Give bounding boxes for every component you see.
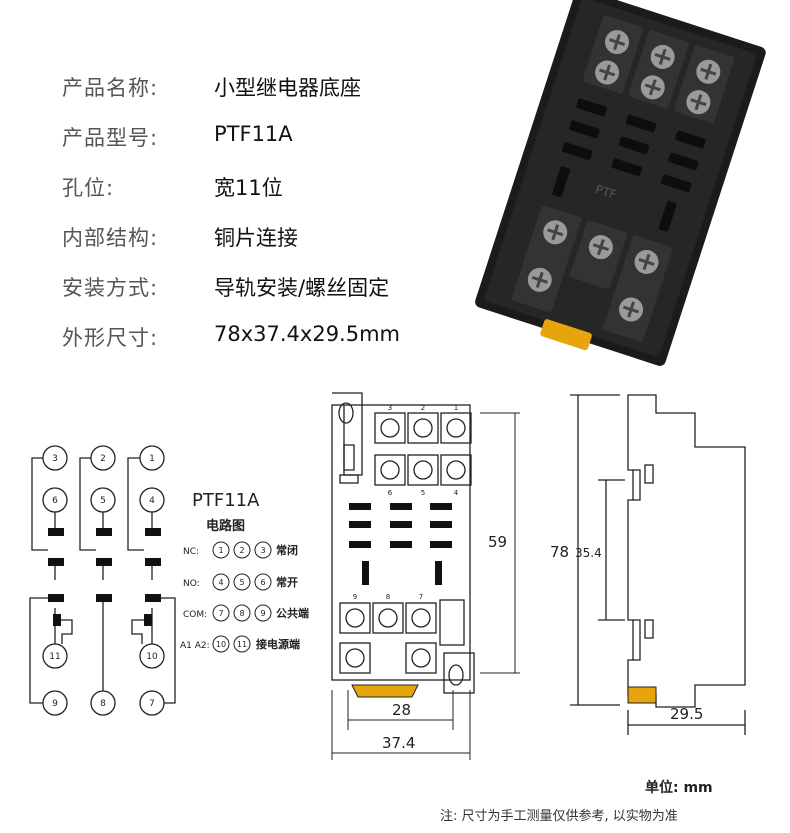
legend-prefix: NC: (183, 547, 199, 557)
legend-num: 11 (237, 640, 247, 649)
top-screws (582, 15, 735, 124)
terminal-label: 7 (149, 699, 155, 709)
bottom-screws (511, 205, 673, 342)
relay-socket-photo: PTF (475, 0, 766, 366)
spec-value: 铜片连接 (214, 226, 298, 250)
terminal-label: 8 (100, 699, 106, 709)
terminal-label: 2 (100, 454, 106, 464)
legend-num: 2 (239, 546, 244, 555)
spec-row: 孔位: 宽11位 (62, 172, 422, 222)
spec-value: 宽11位 (214, 176, 283, 200)
spec-value: 导轨安装/螺丝固定 (214, 276, 390, 300)
dim-width-37-4: 37.4 (382, 734, 415, 752)
legend-num: 3 (260, 546, 265, 555)
circuit-model: PTF11A (192, 490, 260, 511)
dim-depth-29-5: 29.5 (670, 705, 703, 723)
spec-table: 产品名称: 小型继电器底座 产品型号: PTF11A 孔位: 宽11位 内部结构… (62, 72, 422, 372)
photo-model-mark: PTF (594, 182, 619, 202)
spec-value: 78x37.4x29.5mm (214, 322, 401, 346)
pin-label: 8 (386, 593, 390, 601)
terminal-label: 6 (52, 496, 58, 506)
disclaimer-note: 注: 尺寸为手工测量仅供参考, 以实物为准 (440, 809, 678, 824)
legend-num: 6 (260, 578, 265, 587)
terminal-label: 4 (149, 496, 155, 506)
spec-row: 产品名称: 小型继电器底座 (62, 72, 422, 122)
spec-row: 内部结构: 铜片连接 (62, 222, 422, 272)
spec-row: 产品型号: PTF11A (62, 122, 422, 172)
legend-prefix: COM: (183, 610, 207, 620)
legend-desc: 常闭 (276, 543, 298, 557)
legend-num: 9 (260, 609, 265, 618)
legend-desc: 常开 (276, 575, 298, 589)
legend-num: 4 (218, 578, 223, 587)
dim-height-59: 59 (488, 533, 507, 551)
dim-width-28: 28 (392, 701, 411, 719)
legend-prefix: A1 A2: (180, 641, 210, 651)
legend-num: 8 (239, 609, 244, 618)
din-clip-tab (351, 684, 419, 698)
terminal-label: 5 (100, 496, 106, 506)
spec-row: 安装方式: 导轨安装/螺丝固定 (62, 272, 422, 322)
legend-desc: 接电源端 (256, 637, 300, 651)
pin-label: 9 (353, 593, 357, 601)
spec-label: 安装方式: (62, 276, 159, 300)
spec-label: 孔位: (62, 176, 115, 200)
terminal-label: 9 (52, 699, 58, 709)
spec-label: 产品型号: (62, 126, 159, 150)
pin-label: 2 (421, 404, 425, 412)
din-clip-tab (627, 686, 657, 704)
spec-value: 小型继电器底座 (214, 76, 361, 100)
front-view-drawing: 3 2 1 6 5 4 9 8 7 59 28 37.4 (331, 392, 520, 760)
dim-rail-35-4: 35.4 (575, 546, 602, 560)
terminal-label: 10 (146, 652, 158, 662)
spec-value: PTF11A (214, 122, 293, 146)
pin-label: 6 (388, 489, 393, 497)
pin-label: 4 (454, 489, 459, 497)
pin-label: 7 (419, 593, 423, 601)
circuit-subtitle: 电路图 (206, 518, 245, 534)
legend-num: 5 (239, 578, 244, 587)
pin-label: 1 (454, 404, 458, 412)
terminal-label: 11 (49, 652, 60, 662)
spec-label: 内部结构: (62, 226, 159, 250)
spec-label: 外形尺寸: (62, 326, 159, 350)
pin-label: 3 (388, 404, 392, 412)
din-clip-tab (540, 319, 592, 351)
pin-label: 5 (421, 489, 425, 497)
dim-height-78: 78 (550, 543, 569, 561)
unit-label: 单位: mm (645, 780, 713, 796)
circuit-diagram: 3 2 1 6 5 4 11 10 9 8 7 PTF11A 电路图 NC: N… (29, 445, 309, 716)
legend-num: 7 (218, 609, 223, 618)
terminal-label: 3 (52, 454, 58, 464)
legend-num: 1 (218, 546, 223, 555)
spec-label: 产品名称: (62, 76, 159, 100)
legend-num: 10 (216, 640, 226, 649)
legend-desc: 公共端 (276, 606, 309, 620)
legend-prefix: NO: (183, 579, 200, 589)
side-view-drawing: 78 35.4 29.5 (550, 394, 746, 735)
spec-row: 外形尺寸: 78x37.4x29.5mm (62, 322, 422, 372)
terminal-label: 1 (149, 454, 155, 464)
